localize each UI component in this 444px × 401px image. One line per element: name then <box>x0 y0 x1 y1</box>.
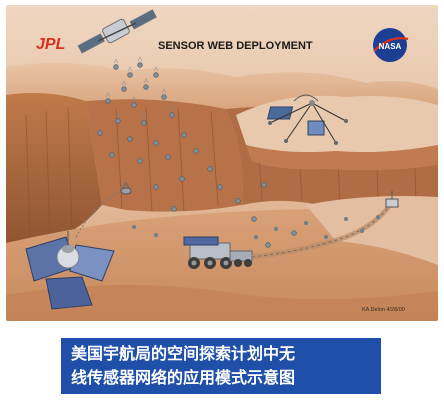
caption-box: 美国宇航局的空间探索计划中无 线传感器网络的应用模式示意图 <box>61 338 381 394</box>
nasa-logo-text: NASA <box>379 42 402 51</box>
caption-line-1: 美国宇航局的空间探索计划中无 <box>71 344 296 363</box>
canyon-wall-left <box>6 93 102 245</box>
launch-trajectory <box>75 190 125 238</box>
base-station-icon <box>385 191 399 208</box>
mesa-sensor-station <box>266 94 348 145</box>
jpl-logo-text: JPL <box>36 36 65 53</box>
jpl-logo: JPL <box>36 36 65 53</box>
ground-sensors <box>132 215 380 239</box>
illustration-title: SENSOR WEB DEPLOYMENT <box>158 40 313 52</box>
caption-line-2: 线传感器网络的应用模式示意图 <box>71 368 296 387</box>
rover-icon <box>183 236 253 269</box>
nasa-logo: NASA <box>373 28 409 62</box>
credit-text: KA Delon 4/28/00 <box>362 307 405 313</box>
launched-pod-icon <box>120 182 132 195</box>
lander-icon <box>25 231 115 310</box>
falling-sensor-pods <box>97 56 297 248</box>
satellite-icon <box>77 9 157 54</box>
sensor-web-illustration: JPL SENSOR WEB DEPLOYMENT NASA KA Delon … <box>6 5 438 321</box>
